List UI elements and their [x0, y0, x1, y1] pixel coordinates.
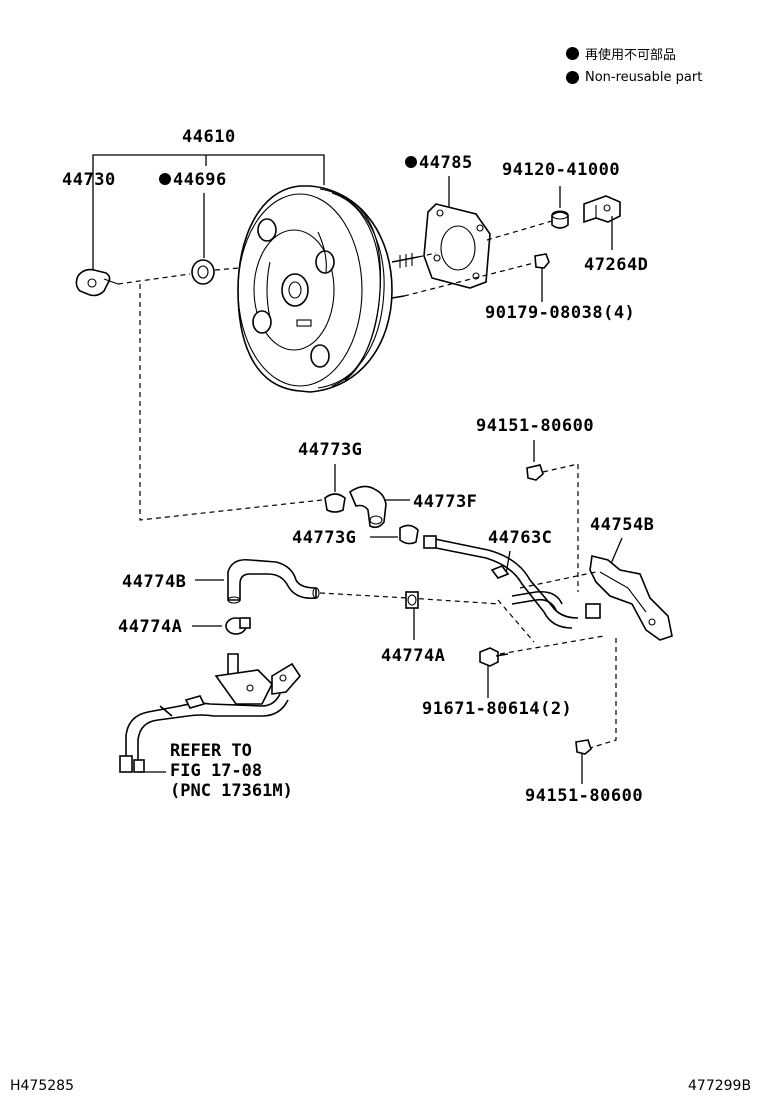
leader-44763C: [505, 550, 511, 575]
dash-gasket-clip: [486, 220, 553, 241]
label-44610: 44610: [182, 127, 236, 147]
non-reusable-dot-icon: [566, 46, 579, 60]
hose-clamp-44773G-bottom: [399, 524, 419, 545]
label-44774B: 44774B: [122, 572, 186, 592]
nut-90179: [534, 253, 550, 269]
label-44696: 44696: [173, 170, 227, 190]
dash-stud-gasket: [417, 252, 437, 258]
label-91671-80614: 91671-80614(2): [422, 699, 572, 719]
non-reusable-dot-icon: [405, 156, 417, 168]
label-44773G-top: 44773G: [298, 440, 362, 460]
nut-94151-top: [526, 464, 544, 481]
legend: 再使用不可部品 Non-reusable part: [566, 41, 702, 89]
non-reusable-dot-icon: [566, 70, 579, 84]
pipe-assembly-ref: [119, 653, 302, 773]
label-94120-41000: 94120-41000: [502, 160, 620, 180]
label-44774A-right: 44774A: [381, 646, 445, 666]
legend-label-jp: 再使用不可部品: [585, 47, 677, 63]
label-94151-80600-top: 94151-80600: [476, 416, 594, 436]
hose-44774B: [227, 558, 320, 604]
dash-nut-bracket: [542, 463, 579, 592]
label-47264D: 47264D: [584, 255, 648, 275]
dash-pipe-bolt: [497, 599, 535, 643]
nut-94151-bottom: [575, 739, 592, 755]
label-44774A-left: 44774A: [118, 617, 182, 637]
dash-bracket-pipe-top: [519, 571, 597, 589]
hose-clamp-44773G-top: [324, 493, 346, 513]
dash-bolt-bracket: [499, 635, 605, 655]
check-valve-44730: [75, 268, 119, 297]
dash-valve-grommet: [117, 273, 191, 285]
label-44754B: 44754B: [590, 515, 654, 535]
legend-row-non-reusable-en: Non-reusable part: [566, 65, 702, 89]
brake-booster-body: [237, 185, 419, 393]
hose-clamp-44774A-right: [405, 591, 419, 609]
diagram-code-left: H475285: [10, 1078, 74, 1094]
label-44773G-bottom: 44773G: [292, 528, 356, 548]
bracket-47264D: [583, 195, 621, 224]
diagram-code-right: 477299B: [688, 1078, 751, 1094]
label-94151-80600-bottom: 94151-80600: [525, 786, 643, 806]
label-90179-08038: 90179-08038(4): [485, 303, 635, 323]
non-reusable-dot-icon: [159, 173, 171, 185]
legend-row-non-reusable-jp: 再使用不可部品: [566, 41, 702, 65]
label-44773F: 44773F: [413, 492, 477, 512]
grommet-44696: [191, 259, 215, 285]
bolt-91671: [479, 647, 509, 667]
label-44730: 44730: [62, 170, 116, 190]
pipe-44763C: [423, 535, 579, 629]
hose-clamp-44774A-left: [225, 617, 251, 635]
dash-valve-to-hose: [139, 284, 323, 521]
refer-line-1: REFER TO: [170, 741, 252, 761]
bracket-44754B: [585, 555, 673, 641]
legend-label-en: Non-reusable part: [585, 69, 703, 85]
hose-44773F: [349, 485, 387, 529]
refer-line-2: FIG 17-08: [170, 761, 262, 781]
label-44763C: 44763C: [488, 528, 552, 548]
leader-44754B: [609, 537, 623, 567]
refer-line-3: (PNC 17361M): [170, 781, 293, 801]
dash-hose-pipe: [319, 592, 501, 605]
dash-stud-nut: [403, 262, 535, 297]
dash-bracket-nut: [589, 638, 617, 749]
label-44785: 44785: [419, 153, 473, 173]
gasket-44785: [423, 203, 491, 289]
clip-94120: [551, 210, 569, 229]
bracket-44610: [92, 154, 325, 193]
